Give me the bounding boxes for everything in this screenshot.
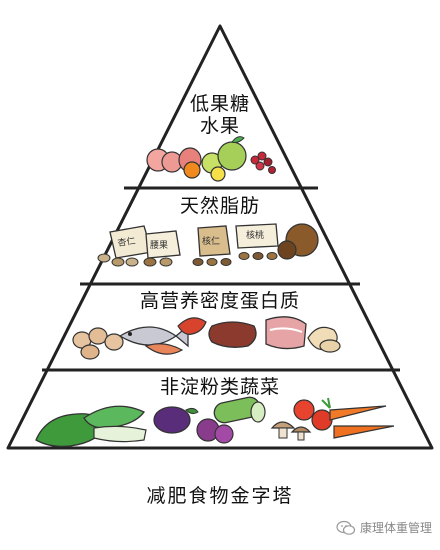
nut-icon xyxy=(252,252,264,260)
watermark-text: 康理体重管理 xyxy=(359,521,432,535)
green-apple-icon xyxy=(217,141,247,171)
nut-icon xyxy=(159,257,173,267)
nut-tag-pecan: 核桃 xyxy=(246,229,264,241)
nut-icon xyxy=(125,257,139,267)
egg-icon xyxy=(104,333,124,351)
carrot-leaves xyxy=(321,397,331,409)
vegetable-illustrations xyxy=(35,396,395,448)
berry-icon xyxy=(263,157,273,167)
purple-onion-icon xyxy=(214,424,234,444)
tomato-icon xyxy=(293,399,315,421)
berry-icon xyxy=(250,155,260,165)
tier-label-fruit-line2: 水果 xyxy=(199,115,240,137)
nut-icon xyxy=(97,253,111,263)
nut-illustrations: 杏仁 腰果 核仁 核桃 xyxy=(97,223,319,267)
tier-label-vegetables: 非淀粉类蔬菜 xyxy=(159,376,280,398)
tomato-icon xyxy=(311,409,333,431)
tier-label-fats: 天然脂肪 xyxy=(179,195,260,217)
egg-icon xyxy=(80,344,100,360)
nut-tag-cashew: 核仁 xyxy=(202,235,220,247)
egg-icon xyxy=(88,327,108,345)
fruit-illustrations xyxy=(146,136,276,182)
tier-label-fruit: 低果糖 xyxy=(189,93,250,115)
watermark: 康理体重管理 xyxy=(336,519,432,536)
nut-icon xyxy=(266,252,278,260)
berry-icon xyxy=(255,161,265,171)
chicken-leg-icon xyxy=(319,339,341,353)
berry-icon xyxy=(257,151,267,161)
nut-icon xyxy=(238,252,250,260)
nut-icon xyxy=(192,258,204,266)
mushroom-icon xyxy=(270,421,296,429)
coconut-icon xyxy=(277,240,297,260)
ham-fat xyxy=(269,327,303,333)
ham-icon xyxy=(265,316,307,350)
eggplant-icon xyxy=(153,406,191,434)
carrot-icon xyxy=(333,425,395,439)
fish-eye xyxy=(128,332,132,336)
mushroom-stem xyxy=(297,431,305,441)
nut-icon xyxy=(111,257,125,267)
mushroom-icon xyxy=(290,426,312,433)
leaf-icon xyxy=(231,136,245,143)
nut-icon xyxy=(143,257,157,267)
tier-label-protein: 高营养密度蛋白质 xyxy=(139,290,300,312)
zucchini-end xyxy=(250,401,266,423)
protein-illustrations xyxy=(72,316,341,360)
nut-bag-4 xyxy=(235,223,279,249)
berry-icon xyxy=(268,166,276,174)
mushroom-stem xyxy=(278,427,288,439)
nut-tag-almond: 杏仁 xyxy=(117,235,137,249)
nut-bag-2 xyxy=(145,230,181,259)
steak-icon xyxy=(208,321,257,348)
bok-choy-icon xyxy=(83,405,145,429)
fish-fillet xyxy=(144,343,184,355)
nut-bag-3 xyxy=(197,225,231,257)
bok-choy-stem xyxy=(93,425,147,443)
nut-icon xyxy=(220,258,232,266)
lemon-icon xyxy=(210,166,226,182)
carrot-icon xyxy=(329,405,387,421)
pyramid-caption: 减肥食物金字塔 xyxy=(146,485,294,507)
orange-icon xyxy=(183,161,201,179)
eggplant-cap xyxy=(185,407,199,415)
shrimp-icon xyxy=(177,317,207,335)
nut-icon xyxy=(206,258,218,266)
wechat-icon xyxy=(336,520,356,535)
nut-tag-walnut: 腰果 xyxy=(150,240,168,251)
